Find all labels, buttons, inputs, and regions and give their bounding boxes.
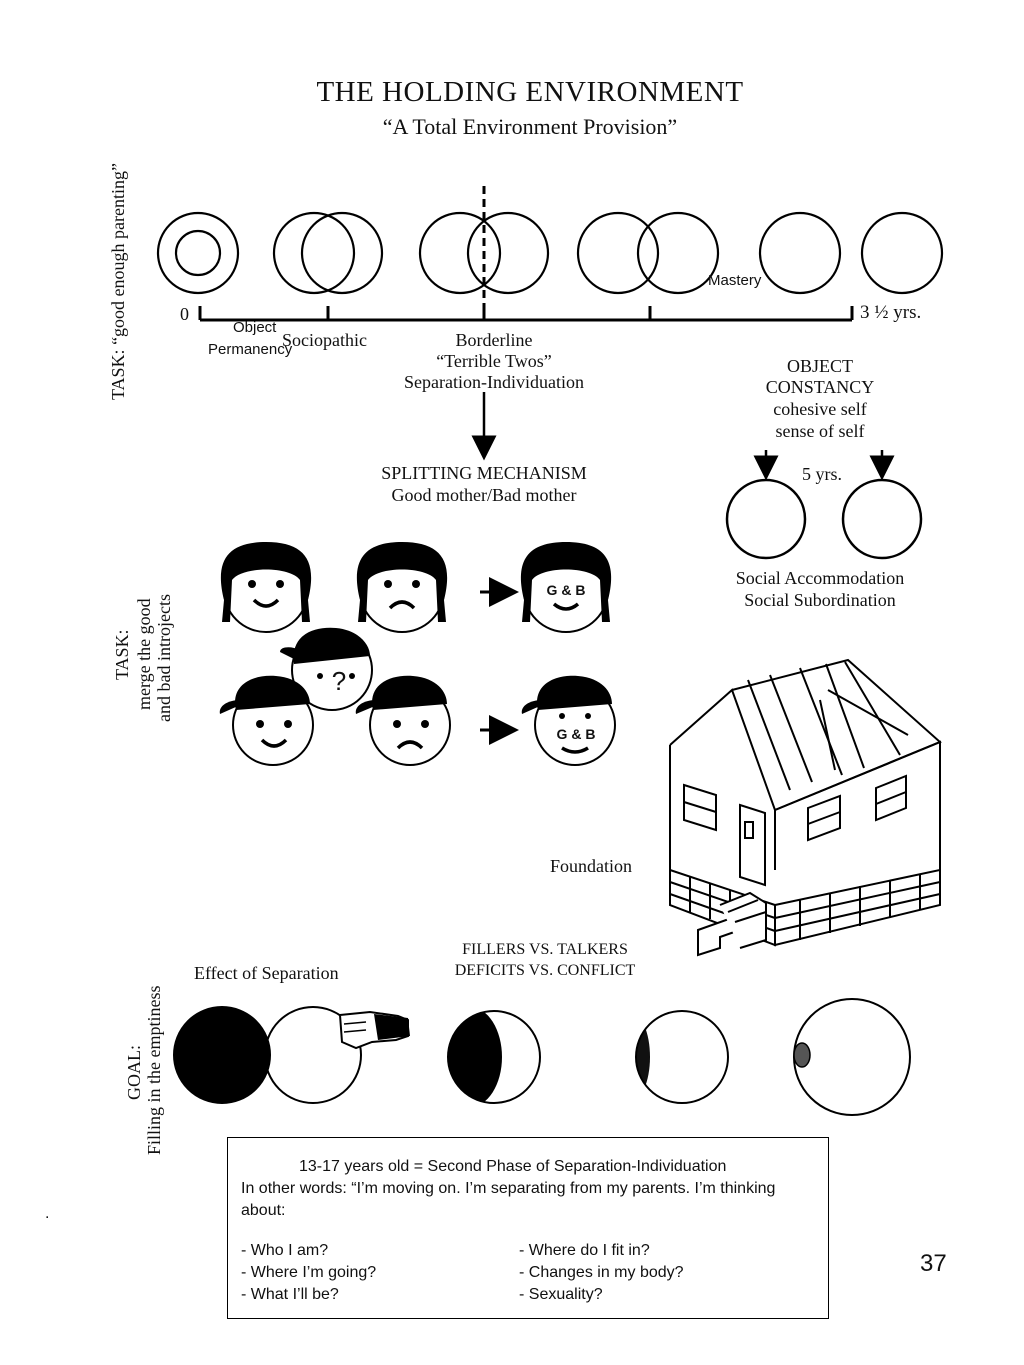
info-list-left: - Who I am? - Where I’m going? - What I’… xyxy=(241,1240,519,1306)
info-box-intro: In other words: “I’m moving on. I’m sepa… xyxy=(241,1180,776,1219)
list-item: - Who I am? xyxy=(241,1242,329,1259)
face-merged-father xyxy=(521,675,616,766)
list-item: - Sexuality? xyxy=(519,1286,603,1303)
circle-stage-differentiation xyxy=(272,211,384,295)
task-merge-heading: TASK: xyxy=(112,629,132,680)
subtitle: “A Total Environment Provision” xyxy=(382,114,678,139)
goal-filling-emptiness: Filling in the emptiness xyxy=(144,985,164,1156)
merged-father-label: G & B xyxy=(556,726,596,742)
face-question-father xyxy=(280,627,373,711)
circle-stage-individuation xyxy=(758,211,944,295)
timeline-end-label: 3 ½ yrs. xyxy=(860,302,922,323)
social-accommodation-label: Social Accommodation xyxy=(735,568,905,588)
task-merge-line3: and bad introjects xyxy=(154,594,174,722)
object-constancy-heading2: CONSTANCY xyxy=(765,377,875,397)
object-constancy-heading1: OBJECT xyxy=(786,356,853,376)
sense-of-self-label: sense of self xyxy=(775,421,865,441)
page-number: 37 xyxy=(920,1250,947,1277)
deficits-vs-conflict-label: DEFICITS VS. CONFLICT xyxy=(454,962,636,979)
object-constancy-graphic xyxy=(725,450,923,560)
list-item: - Changes in my body? xyxy=(519,1264,684,1281)
five-years-label: 5 yrs. xyxy=(802,464,842,484)
info-box-heading: 13-17 years old = Second Phase of Separa… xyxy=(299,1158,727,1175)
task-merge-line2: merge the good xyxy=(134,598,154,710)
fillers-vs-talkers-label: FILLERS VS. TALKERS xyxy=(462,941,628,958)
circle-stage-practicing xyxy=(576,211,720,295)
separation-individuation-label: Separation-Individuation xyxy=(404,372,584,392)
good-bad-mother-label: Good mother/Bad mother xyxy=(391,485,577,505)
mastery-label: Mastery xyxy=(708,272,762,289)
filling-circle-2 xyxy=(635,1010,729,1104)
effect-of-separation-graphic xyxy=(173,1006,410,1104)
filling-circle-1 xyxy=(447,1010,541,1104)
list-item: - What I’ll be? xyxy=(241,1286,339,1303)
list-item: - Where do I fit in? xyxy=(519,1242,650,1259)
timeline-axis xyxy=(198,306,854,461)
info-list-right: - Where do I fit in? - Changes in my bod… xyxy=(519,1240,809,1306)
task-good-enough-parenting: TASK: “good enough parenting” xyxy=(108,162,128,400)
question-mark-label: ? xyxy=(331,666,347,696)
stray-dot: . xyxy=(45,1205,50,1222)
filling-circle-3 xyxy=(793,998,911,1116)
effect-of-separation-label: Effect of Separation xyxy=(194,963,339,983)
house-illustration xyxy=(669,658,942,957)
splitting-mechanism-heading: SPLITTING MECHANISM xyxy=(381,463,587,483)
list-item: - Where I’m going? xyxy=(241,1264,377,1281)
sociopathic-label: Sociopathic xyxy=(282,330,367,350)
face-bad-mother xyxy=(356,542,448,633)
face-good-father xyxy=(219,675,314,766)
info-box: 13-17 years old = Second Phase of Separa… xyxy=(227,1137,829,1319)
merged-mother-label: G & B xyxy=(546,582,586,598)
foundation-label: Foundation xyxy=(550,856,633,876)
face-merged-mother xyxy=(520,542,612,633)
development-circles xyxy=(156,186,944,320)
main-title: THE HOLDING ENVIRONMENT xyxy=(316,76,744,108)
circle-stage-rapprochement xyxy=(418,186,550,320)
cohesive-self-label: cohesive self xyxy=(773,399,867,419)
social-subordination-label: Social Subordination xyxy=(744,590,896,610)
object-permanency-line1: Object xyxy=(233,319,277,336)
goal-heading: GOAL: xyxy=(124,1045,144,1100)
terrible-twos-label: “Terrible Twos” xyxy=(436,351,552,371)
face-bad-father xyxy=(355,675,451,766)
object-permanency-line2: Permanency xyxy=(208,341,293,358)
face-good-mother xyxy=(220,542,312,633)
circle-stage-symbiosis xyxy=(156,211,240,295)
timeline-start-label: 0 xyxy=(180,304,189,324)
borderline-label: Borderline xyxy=(455,330,533,350)
